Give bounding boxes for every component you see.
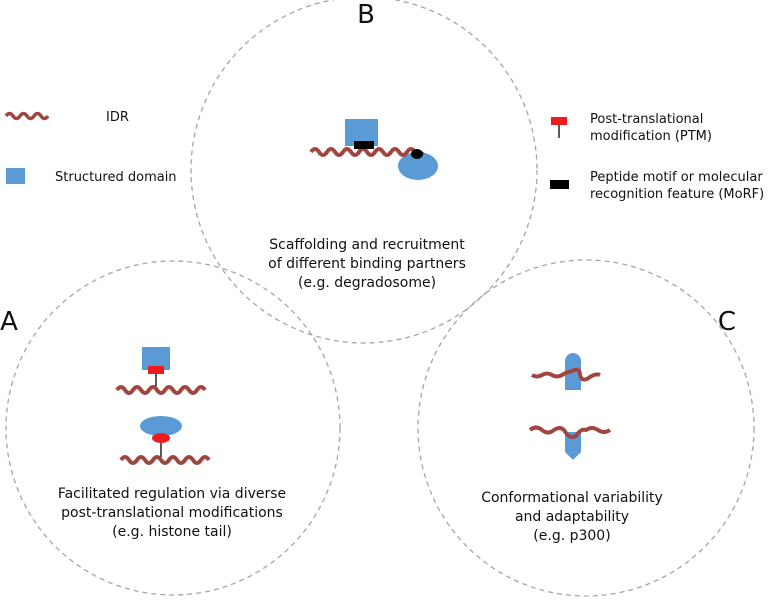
panel-a-circle [5, 260, 341, 596]
legend-idr-icon [4, 111, 50, 121]
panel-a-caption-3: (e.g. histone tail) [112, 524, 232, 540]
panel-b-illustration [309, 119, 438, 180]
panel-a-caption-2: post-translational modifications [61, 505, 283, 521]
panel-b-caption-1: Scaffolding and recruitment [269, 237, 465, 253]
panel-a-illustration [115, 347, 211, 465]
panel-b-caption-3: (e.g. degradosome) [298, 275, 436, 291]
panel-c-circle [417, 259, 755, 597]
idr-chain [115, 385, 207, 395]
idr-chain [530, 367, 601, 382]
structured-domain-shape [142, 347, 170, 370]
idr-chain [528, 425, 612, 440]
binding-partner-shape [398, 152, 438, 180]
panel-a-letter: A [0, 307, 18, 337]
ptm-shape [152, 433, 170, 443]
legend-ptm-icon [551, 117, 567, 125]
legend-motif-label-2: recognition feature (MoRF) [590, 187, 764, 202]
panel-b-caption-2: of different binding partners [268, 256, 466, 272]
panel-c-caption-2: and adaptability [515, 509, 629, 525]
legend-ptm-label-1: Post-translational [590, 112, 703, 127]
legend-idr-label: IDR [106, 110, 129, 125]
panel-c-caption-1: Conformational variability [481, 490, 663, 506]
structured-domain-shape [565, 432, 581, 460]
panel-c-letter: C [718, 307, 736, 337]
panel-c-caption-3: (e.g. p300) [533, 528, 610, 544]
ptm-shape [148, 366, 164, 374]
idr-chain [309, 147, 425, 157]
panel-b-letter: B [357, 0, 375, 30]
structured-domain-shape [140, 416, 182, 436]
legend-structured-domain-label: Structured domain [55, 170, 177, 185]
legend-ptm-label-2: modification (PTM) [590, 129, 712, 144]
legend-motif-label-1: Peptide motif or molecular [590, 170, 763, 185]
panel-b-circle [190, 0, 538, 344]
panel-a-caption-1: Facilitated regulation via diverse [58, 486, 286, 502]
idr-chain [119, 455, 211, 465]
legend-structured-domain-icon [6, 168, 25, 184]
panel-c-illustration [528, 353, 612, 460]
morf-motif-shape [354, 141, 374, 149]
legend-motif-icon [550, 180, 569, 189]
morf-motif-shape [411, 149, 423, 159]
